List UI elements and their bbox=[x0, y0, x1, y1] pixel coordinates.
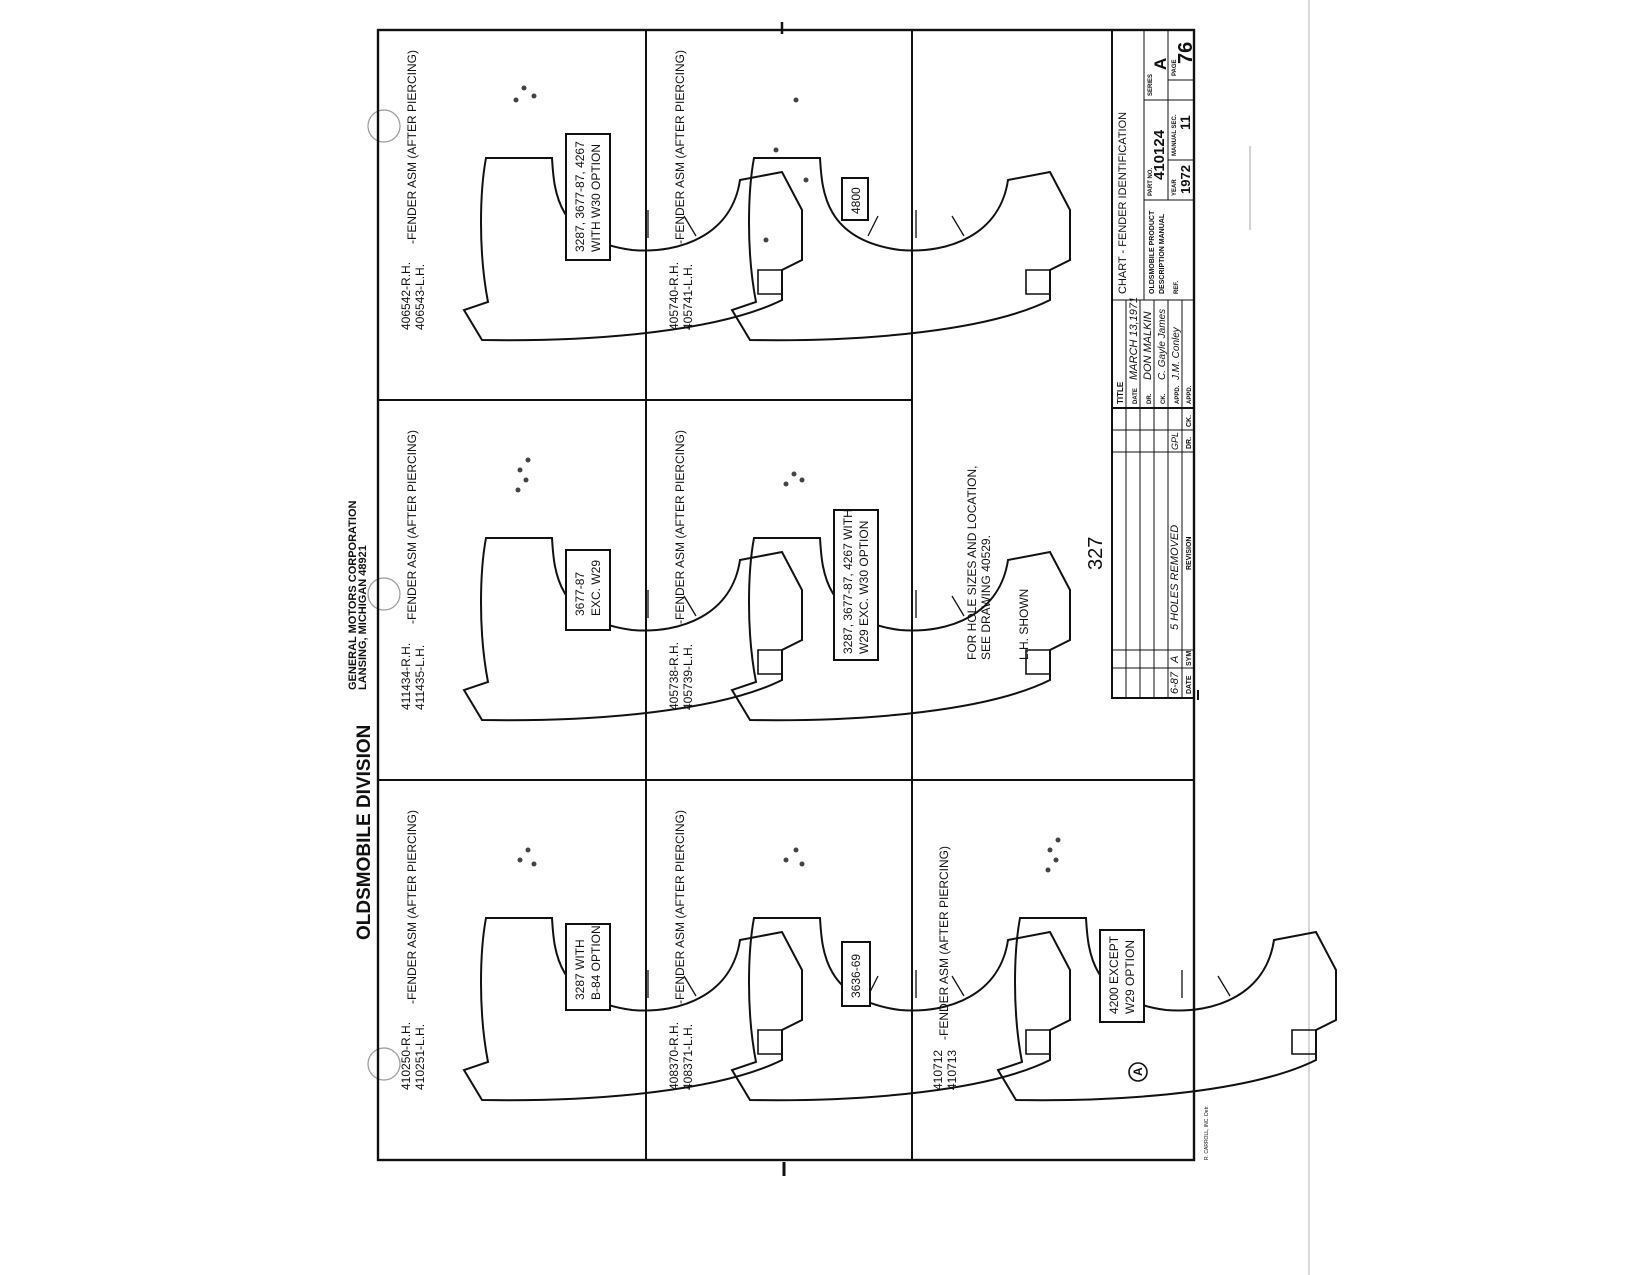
paper-edge bbox=[1308, 0, 1310, 1275]
panel-label1: 411434-R.H. bbox=[399, 643, 413, 710]
panel-408370: 408370-R.H. 408371-L.H. -FENDER ASM (AFT… bbox=[667, 810, 1071, 1102]
panel-desc: -FENDER ASM (AFTER PIERCING) bbox=[405, 810, 419, 1004]
note-lh-shown: L.H. SHOWN bbox=[1017, 589, 1031, 660]
rev-text: 5 HOLES REMOVED bbox=[1169, 525, 1181, 630]
option-box bbox=[833, 509, 879, 661]
footer-credit: R. CARROLL, INC. Detr. bbox=[1204, 1105, 1210, 1160]
panel-406542: 406542-R.H. 406543-L.H. -FENDER ASM (AFT… bbox=[399, 50, 803, 342]
panel-label1: 406542-R.H. bbox=[399, 262, 413, 330]
panel-desc: -FENDER ASM (AFTER PIERCING) bbox=[405, 430, 419, 624]
rev-col-dr: DR. bbox=[1186, 437, 1193, 449]
binder-holes bbox=[367, 109, 401, 1081]
panel-desc: -FENDER ASM (AFTER PIERCING) bbox=[673, 430, 687, 624]
option-box bbox=[565, 923, 611, 1011]
rev-date: 6-87 bbox=[1169, 671, 1181, 694]
note-hole-sizes: FOR HOLE SIZES AND LOCATION, bbox=[965, 466, 979, 660]
panel-410712: 410712 410713 -FENDER ASM (AFTER PIERCIN… bbox=[931, 837, 1337, 1102]
option-box-line1: 3287, 3677-87, 4267 WITH bbox=[841, 509, 855, 654]
option-box bbox=[1099, 929, 1145, 1023]
panel-label2: 405739-L.H. bbox=[681, 644, 695, 710]
rev-col-date: DATE bbox=[1186, 675, 1193, 694]
option-box-line1: 3287, 3677-87, 4267 bbox=[573, 141, 587, 252]
tb-ck-value: C. Gayle James bbox=[1157, 309, 1168, 380]
tb-sec-value: 11 bbox=[1177, 115, 1193, 130]
corp-line1: GENERAL MOTORS CORPORATION bbox=[347, 500, 359, 690]
panel-label2: 406543-L.H. bbox=[413, 264, 427, 330]
tb-dr-value: DON MALKIN bbox=[1142, 311, 1154, 380]
tb-part-label: PART NO. bbox=[1148, 167, 1154, 196]
option-box-line1: 3636-69 bbox=[849, 954, 863, 998]
panel-desc: -FENDER ASM (AFTER PIERCING) bbox=[937, 846, 951, 1040]
option-box-line1: 3677-87 bbox=[573, 572, 587, 616]
tb-date-value: MARCH 13,1971 bbox=[1128, 297, 1140, 380]
panel-label1: 405738-R.H. bbox=[667, 642, 681, 710]
rev-sym: A bbox=[1169, 656, 1181, 664]
revision-marker-letter: A bbox=[1131, 1067, 1145, 1076]
tb-part-value: 410124 bbox=[1151, 129, 1168, 180]
panel-label1: 410250-R.H. bbox=[399, 1022, 413, 1090]
title-block: 6-87 A 5 HOLES REMOVED GPL DATE SYM REVI… bbox=[1111, 29, 1197, 699]
tb-product2: DESCRIPTION MANUAL bbox=[1159, 213, 1166, 294]
tb-ref-label: REF. bbox=[1174, 281, 1180, 294]
tb-appd2-label: APPD. bbox=[1187, 385, 1193, 404]
panel-411434: 411434-R.H. 411435-L.H. -FENDER ASM (AFT… bbox=[399, 430, 803, 722]
tb-appd-value: J.M. Conley bbox=[1171, 326, 1182, 381]
tb-dr-label: DR. bbox=[1147, 393, 1153, 404]
tb-year-label: YEAR bbox=[1172, 179, 1178, 196]
division-title: OLDSMOBILE DIVISION bbox=[354, 725, 375, 940]
panel-410250: 410250-R.H. 410251-L.H. -FENDER ASM (AFT… bbox=[399, 810, 803, 1102]
tb-ck-label: CK. bbox=[1161, 393, 1167, 404]
option-box bbox=[841, 177, 869, 221]
page-mark: 327 bbox=[1085, 537, 1107, 570]
binder-hole-mid bbox=[367, 577, 401, 611]
panel-desc: -FENDER ASM (AFTER PIERCING) bbox=[673, 50, 687, 244]
panel-label2: 410251-L.H. bbox=[413, 1024, 427, 1090]
panel-label1: 408370-R.H. bbox=[667, 1022, 681, 1090]
tb-chart-title: CHART - FENDER IDENTIFICATION bbox=[1117, 112, 1129, 294]
panel-label1: 405740-R.H. bbox=[667, 262, 681, 330]
binder-hole-bottom bbox=[367, 1047, 401, 1081]
panel-label2: 411435-L.H. bbox=[413, 645, 427, 710]
option-box-line1: 3287 WITH bbox=[573, 939, 587, 1000]
option-box-line2: WITH W30 OPTION bbox=[589, 144, 603, 252]
corp-line2: LANSING, MICHIGAN 48921 bbox=[357, 545, 369, 690]
drawing-frame bbox=[376, 28, 1196, 1162]
tb-sec-label: MANUAL SEC. bbox=[1172, 114, 1178, 156]
tb-page-label: PAGE bbox=[1172, 59, 1178, 76]
panel-label1: 410712 bbox=[931, 1050, 945, 1090]
note-see-drawing: SEE DRAWING 40529. bbox=[979, 535, 993, 660]
option-box-line1: 4200 EXCEPT bbox=[1107, 935, 1121, 1014]
rev-dr: GPL bbox=[1170, 432, 1180, 450]
option-box bbox=[565, 549, 611, 631]
option-box-line1: 4800 bbox=[849, 187, 863, 214]
tb-year-value: 1972 bbox=[1178, 165, 1193, 194]
panel-405740: 405740-R.H. 405741-L.H. -FENDER ASM (AFT… bbox=[667, 50, 1071, 342]
tb-series-value: A bbox=[1151, 58, 1170, 70]
tb-appd-label: APPD. bbox=[1175, 385, 1181, 404]
option-box-line2: W29 OPTION bbox=[1123, 940, 1137, 1014]
rev-col-sym: SYM bbox=[1186, 651, 1193, 666]
option-box bbox=[841, 941, 871, 1007]
option-box-line2: EXC. W29 bbox=[589, 560, 603, 616]
rev-col-revision: REVISION bbox=[1186, 537, 1193, 570]
panel-405738: 405738-R.H. 405739-L.H. -FENDER ASM (AFT… bbox=[667, 430, 1071, 722]
panel-label2: 405741-L.H. bbox=[681, 264, 695, 330]
panel-label2: 410713 bbox=[945, 1050, 959, 1090]
tb-product1: OLDSMOBILE PRODUCT bbox=[1149, 210, 1156, 294]
tb-page-value: 76 bbox=[1175, 42, 1197, 64]
option-box-line2: B-84 OPTION bbox=[589, 925, 603, 1000]
option-box bbox=[565, 133, 611, 261]
title-info-frame bbox=[1111, 29, 1195, 409]
panel-desc: -FENDER ASM (AFTER PIERCING) bbox=[673, 810, 687, 1004]
tb-date-label: DATE bbox=[1133, 388, 1139, 404]
revision-marker-circle bbox=[1128, 1062, 1148, 1082]
binder-hole-top bbox=[367, 109, 401, 143]
tb-series-label: SERIES bbox=[1148, 74, 1154, 96]
option-box-line2: W29 EXC. W30 OPTION bbox=[857, 521, 871, 654]
rev-col-ck: CK. bbox=[1186, 415, 1193, 427]
panel-desc: -FENDER ASM (AFTER PIERCING) bbox=[405, 50, 419, 244]
tb-title-label: TITLE bbox=[1116, 381, 1125, 404]
panel-label2: 408371-L.H. bbox=[681, 1024, 695, 1090]
